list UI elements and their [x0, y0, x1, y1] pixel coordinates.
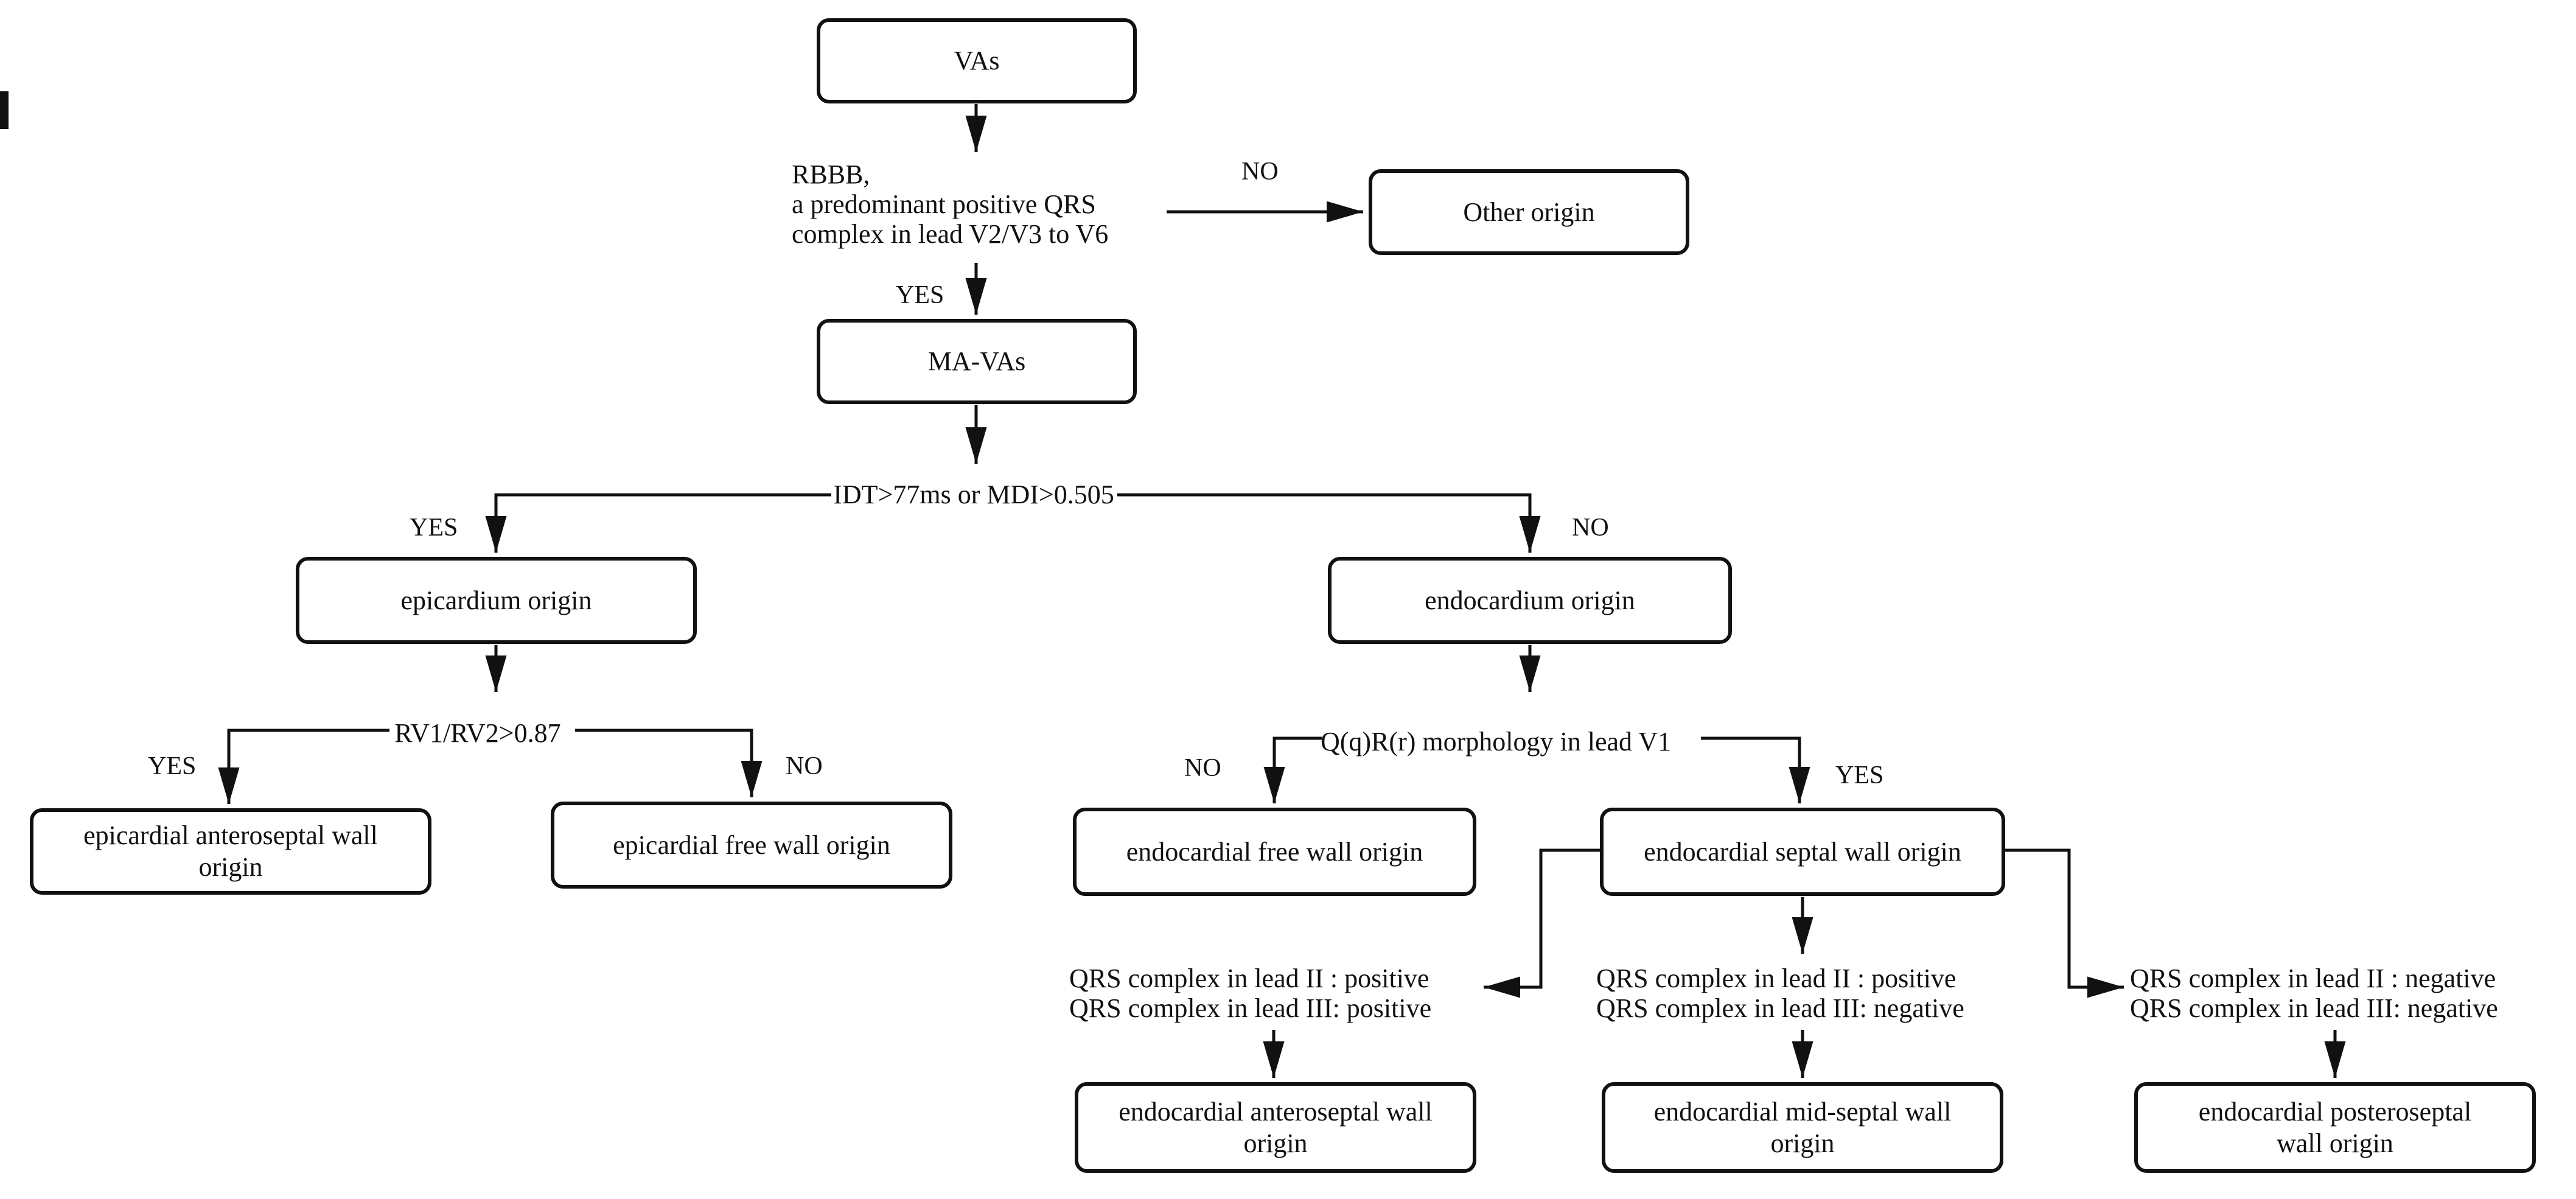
decision-rbbb-line3: complex in lead V2/V3 to V6 [792, 219, 1109, 249]
node-epicardium-origin-label: epicardium origin [400, 585, 592, 615]
node-vas: VAs [817, 18, 1137, 103]
decision-rbbb-line1: RBBB, [792, 159, 870, 189]
decision-qrs-neg-neg: QRS complex in lead II : negative QRS co… [2130, 963, 2498, 1023]
decision-qrs-pos-neg: QRS complex in lead II : positive QRS co… [1596, 963, 1964, 1023]
branch-label-rv-no: NO [786, 752, 823, 780]
node-endocardial-anteroseptal-wall-origin: endocardial anteroseptal wall origin [1075, 1082, 1476, 1173]
branch-label-rv-yes: YES [148, 752, 197, 780]
node-endocardial-free-wall-label: endocardial free wall origin [1126, 836, 1423, 867]
edge-idt-yes-to-epicardium [485, 493, 831, 553]
decision-qrs-pos-pos-line2: QRS complex in lead III: positive [1069, 993, 1432, 1023]
node-endocardial-midseptal-line2: origin [1770, 1128, 1835, 1158]
branch-label-idt-yes: YES [410, 514, 458, 542]
edge-septal-right-to-qrs-neg-neg [2005, 848, 2124, 998]
node-mavas-label: MA-VAs [927, 346, 1026, 376]
edge-qqrr-yes-to-endo-septal [1701, 736, 1810, 803]
node-endocardial-midseptal-line1: endocardial mid-septal wall [1653, 1096, 1952, 1127]
decision-idt-mdi: IDT>77ms or MDI>0.505 [833, 480, 1114, 509]
decision-qrs-pos-neg-line1: QRS complex in lead II : positive [1596, 963, 1956, 993]
node-endocardial-midseptal-wall-origin: endocardial mid-septal wall origin [1602, 1082, 2003, 1173]
branch-label-rbbb-yes: YES [896, 281, 944, 309]
branch-label-idt-no: NO [1572, 514, 1609, 542]
node-endocardial-anteroseptal-line1: endocardial anteroseptal wall [1119, 1096, 1433, 1127]
node-endocardial-posteroseptal-wall-origin: endocardial posteroseptal wall origin [2134, 1082, 2536, 1173]
node-endocardial-septal-wall-origin: endocardial septal wall origin [1600, 808, 2005, 896]
decision-qqrr-morphology: Q(q)R(r) morphology in lead V1 [1321, 727, 1671, 757]
node-endocardium-origin-label: endocardium origin [1425, 585, 1635, 615]
branch-label-rbbb-no: NO [1241, 158, 1279, 186]
branch-label-qqrr-no: NO [1184, 754, 1221, 782]
node-epicardial-free-wall-origin: epicardial free wall origin [551, 802, 952, 889]
edge-rv-no-to-epi-free [575, 729, 763, 797]
decision-qrs-neg-neg-line2: QRS complex in lead III: negative [2130, 993, 2498, 1023]
node-epicardium-origin: epicardium origin [296, 557, 697, 644]
decision-qrs-pos-pos-line1: QRS complex in lead II : positive [1069, 963, 1429, 993]
node-epicardial-anteroseptal-wall-origin: epicardial anteroseptal wall origin [30, 808, 431, 895]
edge-qqrr-no-to-endo-free [1263, 736, 1322, 803]
decision-qrs-pos-neg-line2: QRS complex in lead III: negative [1596, 993, 1964, 1023]
node-endocardium-origin: endocardium origin [1328, 557, 1732, 644]
node-endocardial-posteroseptal-line1: endocardial posteroseptal [2198, 1096, 2472, 1127]
decision-qqrr-label: Q(q)R(r) morphology in lead V1 [1321, 727, 1671, 757]
branch-label-qqrr-yes: YES [1835, 761, 1884, 789]
node-endocardial-free-wall-origin: endocardial free wall origin [1073, 808, 1476, 896]
edge-rv-yes-to-epi-anteroseptal [218, 729, 389, 804]
decision-rbbb-line2: a predominant positive QRS [792, 189, 1096, 219]
node-endocardial-posteroseptal-line2: wall origin [2277, 1128, 2393, 1158]
scan-artifact [0, 91, 9, 129]
node-endocardial-septal-wall-label: endocardial septal wall origin [1644, 836, 1961, 867]
node-other-origin-label: Other origin [1463, 197, 1595, 227]
node-epicardial-free-wall-label: epicardial free wall origin [613, 830, 890, 860]
edge-idt-no-to-endocardium [1117, 493, 1541, 553]
node-epicardial-anteroseptal-line1: epicardial anteroseptal wall [83, 820, 378, 850]
node-other-origin: Other origin [1369, 169, 1689, 255]
node-epicardial-anteroseptal-line2: origin [198, 852, 263, 882]
decision-qrs-pos-pos: QRS complex in lead II : positive QRS co… [1069, 963, 1431, 1023]
node-endocardial-anteroseptal-line2: origin [1243, 1128, 1308, 1158]
decision-rbbb-criteria: RBBB, a predominant positive QRS complex… [792, 159, 1108, 249]
decision-rv-label: RV1/RV2>0.87 [394, 718, 561, 748]
decision-idt-label: IDT>77ms or MDI>0.505 [833, 480, 1114, 509]
node-mavas: MA-VAs [817, 319, 1137, 404]
decision-rv-ratio: RV1/RV2>0.87 [394, 718, 560, 748]
node-vas-label: VAs [954, 46, 1000, 75]
edge-septal-left-to-qrs-pos-pos [1484, 848, 1600, 998]
decision-qrs-neg-neg-line1: QRS complex in lead II : negative [2130, 963, 2496, 993]
